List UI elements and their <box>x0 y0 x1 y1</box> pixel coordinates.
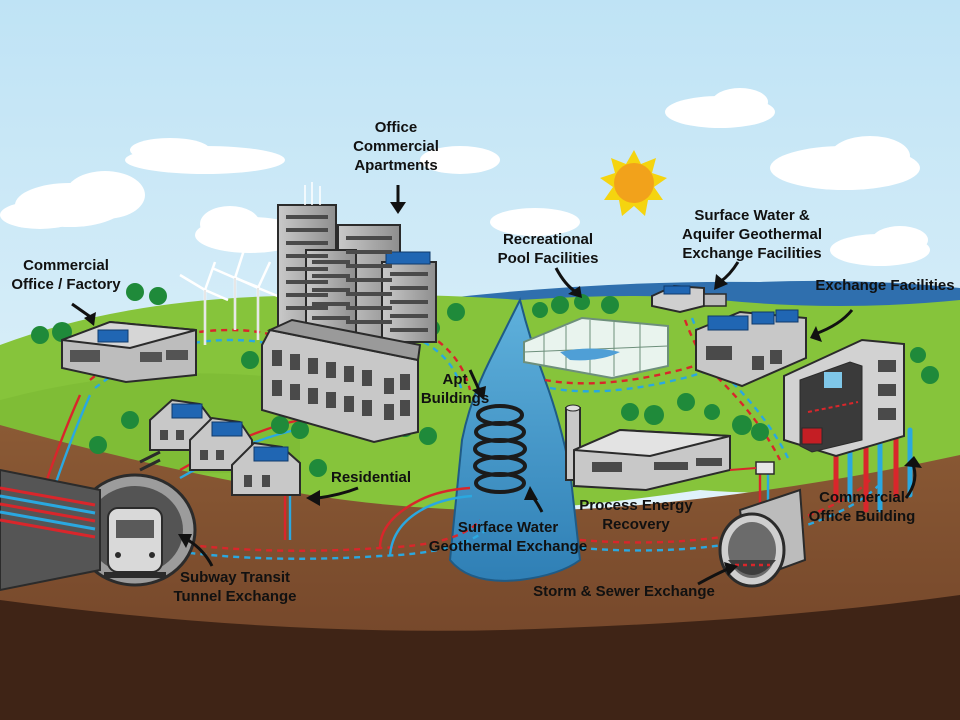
clouds <box>0 88 930 266</box>
pool-facility <box>523 316 669 380</box>
residential-houses <box>139 398 301 496</box>
solar-panel-icon <box>663 285 691 295</box>
solar-panel-icon <box>253 446 289 462</box>
label-surface-water-aquifer: Surface Water & Aquifer Geothermal Excha… <box>681 207 823 262</box>
apt-buildings <box>261 318 422 444</box>
subway-train-icon <box>104 507 166 578</box>
deep-soil <box>0 595 960 720</box>
exchange-facilities <box>695 309 807 388</box>
label-residential: Residential <box>330 469 412 486</box>
solar-panel-icon <box>171 403 203 419</box>
solar-panel-icon <box>385 251 431 265</box>
label-process-energy-recovery: Process Energy Recovery <box>579 497 693 533</box>
solar-panel-icon <box>211 421 243 437</box>
commercial-office-factory <box>61 320 197 384</box>
label-apt-buildings: Apt Buildings <box>420 371 490 407</box>
label-commercial-office-factory: Commercial Office / Factory <box>11 257 121 293</box>
label-surface-water-geothermal-exchange: Surface Water Geothermal Exchange <box>428 519 588 555</box>
solar-panel-icon <box>97 329 129 343</box>
coil-loop-icon <box>473 404 527 494</box>
solar-panel-icon <box>775 309 799 323</box>
label-storm-sewer-exchange: Storm & Sewer Exchange <box>533 583 715 600</box>
label-subway-transit-tunnel-exchange: Subway Transit Tunnel Exchange <box>173 569 297 605</box>
sun-icon <box>600 150 667 216</box>
label-office-commercial-apartments: Office Commercial Apartments <box>353 119 439 174</box>
label-commercial-office-building: Commercial Office Building <box>808 489 916 525</box>
subway-tunnel <box>0 468 197 592</box>
arrow-icon <box>71 185 922 586</box>
label-recreational-pool-facilities: Recreational Pool Facilities <box>497 231 599 267</box>
label-exchange-facilities: Exchange Facilities <box>815 277 955 294</box>
commercial-office-building <box>783 338 905 458</box>
surface-water-facility <box>651 284 727 314</box>
process-factory <box>565 404 775 492</box>
solar-panel-icon <box>751 311 775 325</box>
solar-panel-icon <box>707 315 749 331</box>
